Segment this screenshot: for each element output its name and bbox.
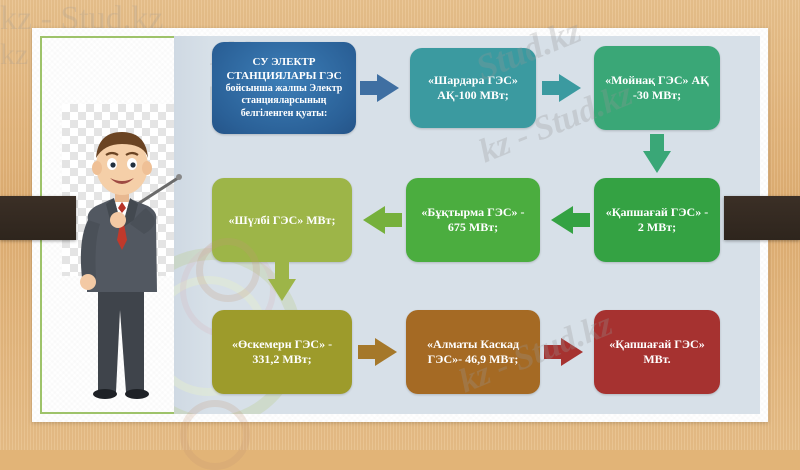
arrow-head-icon [363, 206, 385, 234]
arrow-head-icon [377, 74, 399, 102]
flow-node-shardara-line-2: АҚ-100 МВт; [437, 88, 509, 102]
flow-node-head-line-2: СТАНЦИЯЛАРЫ ГЭС [226, 69, 342, 82]
brow-left [105, 151, 119, 156]
flow-node-shulbi[interactable]: «Шүлбі ГЭС» МВт; [212, 178, 352, 262]
diagram-canvas: СУ ЭЛЕКТР СТАНЦИЯЛАРЫ ГЭС бойсынша жалпы… [174, 36, 760, 414]
lapel-right [122, 198, 138, 228]
shoe-right [125, 389, 149, 399]
connector-arrow-moinak-to-kapshagai [643, 134, 671, 178]
flow-node-oskemen-line-2: 331,2 МВт; [252, 352, 312, 366]
pointer-tip-icon [176, 174, 182, 180]
brow-right [125, 151, 139, 156]
presenter-illustration [58, 100, 188, 400]
arrow-shaft [275, 262, 289, 280]
flow-node-moinak[interactable]: «Мойнақ ГЭС» АҚ -30 МВт; [594, 46, 720, 130]
tie-body [117, 213, 127, 250]
ear-right [142, 161, 152, 175]
connector-arrow-oskemen-to-almaty [358, 338, 404, 366]
presenter-svg [80, 132, 182, 399]
arrow-head-icon [268, 279, 296, 301]
arrow-head-icon [559, 74, 581, 102]
flow-node-shulbi-line-1: «Шүлбі ГЭС» МВт; [228, 212, 336, 227]
arrow-head-icon [561, 338, 583, 366]
hand-right [110, 212, 126, 228]
flow-node-kapshagai-1-line-1: «Қапшағай ГЭС» - [605, 205, 709, 220]
arrow-head-icon [643, 151, 671, 173]
arrow-head-icon [375, 338, 397, 366]
flow-node-kapshagai-2-line-1: «Қапшағай ГЭС» [609, 337, 705, 352]
decorative-bar-left [0, 196, 76, 240]
flow-node-head-line-5: белгіленген қуаты: [240, 107, 328, 119]
flow-node-oskemen-line-1: «Өскемерн ГЭС» - [231, 337, 333, 352]
arrow-shaft [650, 134, 664, 152]
connector-arrow-shulbi-to-oskemen [268, 262, 296, 308]
flow-node-buktyrma-line-1: «Бұқтырма ГЭС» - [421, 205, 525, 220]
arrow-shaft [360, 81, 378, 95]
flow-node-shardara[interactable]: «Шардара ГЭС» АҚ-100 МВт; [410, 48, 536, 128]
connector-arrow-almaty-to-kapshagai-2 [544, 338, 590, 366]
flow-node-kapshagai-2[interactable]: «Қапшағай ГЭС» МВт. [594, 310, 720, 394]
flow-node-buktyrma[interactable]: «Бұқтырма ГЭС» - 675 МВт; [406, 178, 540, 262]
connector-arrow-buktyrma-to-shulbi [356, 206, 402, 234]
pupil-left [110, 162, 116, 168]
pupil-right [130, 162, 136, 168]
connector-arrow-kapshagai-to-buktyrma [544, 206, 590, 234]
arrow-shaft [572, 213, 590, 227]
flow-node-kapshagai-1-line-2: 2 МВт; [637, 220, 677, 234]
arrow-shaft [542, 81, 560, 95]
arrow-shaft [358, 345, 376, 359]
flow-node-head-line-4: станцияларсының [241, 95, 327, 107]
flow-node-buktyrma-line-2: 675 МВт; [447, 220, 499, 234]
mouth-smile [110, 178, 134, 184]
hair [96, 132, 148, 158]
flow-node-shardara-line-1: «Шардара ГЭС» [428, 73, 518, 88]
flow-node-almaty-kaskad-line-1: «Алматы Каскад [426, 337, 520, 352]
flow-node-kapshagai-2-line-2: МВт. [643, 352, 671, 366]
connector-arrow-shardara-to-moinak [542, 74, 588, 102]
flow-node-almaty-kaskad-line-2: ГЭС»- 46,9 МВт; [427, 352, 519, 366]
flow-node-almaty-kaskad[interactable]: «Алматы Каскад ГЭС»- 46,9 МВт; [406, 310, 540, 394]
arrow-head-icon [551, 206, 573, 234]
arrow-shaft [544, 345, 562, 359]
flow-node-moinak-line-2: -30 МВт; [632, 88, 682, 102]
decorative-bar-right [724, 196, 800, 240]
flow-node-kapshagai-1[interactable]: «Қапшағай ГЭС» - 2 МВт; [594, 178, 720, 262]
arm-left [80, 220, 100, 278]
trousers-shape [98, 285, 144, 392]
head-face [96, 137, 148, 195]
flow-node-head[interactable]: СУ ЭЛЕКТР СТАНЦИЯЛАРЫ ГЭС бойсынша жалпы… [212, 42, 356, 134]
arrow-shaft [384, 213, 402, 227]
tie-knot [118, 202, 126, 213]
arm-right [130, 208, 155, 234]
connector-arrow-head-to-shardara [360, 74, 406, 102]
shoe-left [93, 389, 117, 399]
flow-node-head-line-3: бойсынша жалпы Электр [225, 83, 343, 95]
flow-node-oskemen[interactable]: «Өскемерн ГЭС» - 331,2 МВт; [212, 310, 352, 394]
flow-node-head-line-1: СУ ЭЛЕКТР [252, 56, 316, 69]
flow-node-moinak-line-1: «Мойнақ ГЭС» АҚ [605, 73, 709, 88]
ear-left [92, 161, 102, 175]
hand-left [80, 274, 96, 290]
